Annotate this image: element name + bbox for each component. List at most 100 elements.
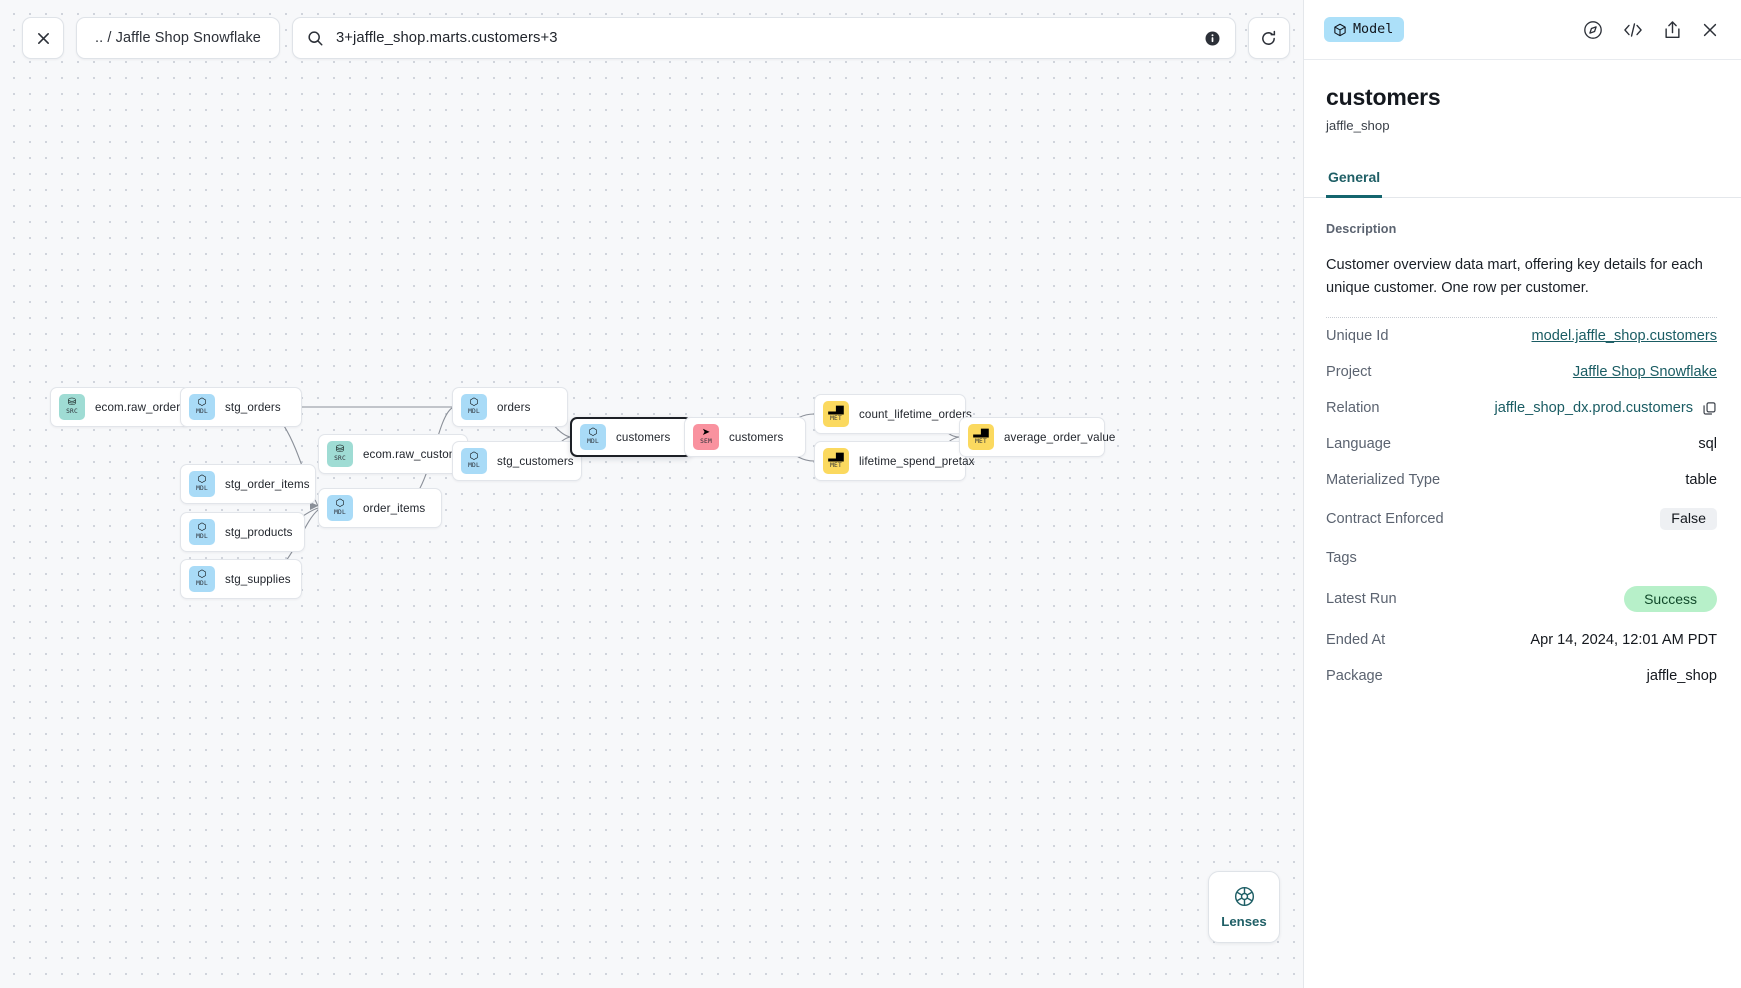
node-type-chip[interactable]: Model bbox=[1324, 17, 1405, 42]
node-kind-label: MDL bbox=[468, 462, 480, 470]
graph-node-label: lifetime_spend_pretax bbox=[859, 454, 975, 468]
panel-header-actions bbox=[1583, 20, 1719, 40]
details-panel: Model bbox=[1303, 0, 1741, 988]
property-key: Materialized Type bbox=[1326, 472, 1441, 489]
src-badge-icon: ⛁SRC bbox=[327, 441, 353, 467]
relation-value[interactable]: jaffle_shop_dx.prod.customers bbox=[1494, 400, 1693, 417]
property-key: Package bbox=[1326, 668, 1383, 685]
property-key: Contract Enforced bbox=[1326, 511, 1444, 528]
node-kind-label: MDL bbox=[196, 533, 208, 541]
node-kind-label: MET bbox=[830, 462, 842, 470]
refresh-button[interactable] bbox=[1247, 17, 1290, 59]
search-icon bbox=[307, 30, 324, 47]
node-kind-glyph: ▂▆ bbox=[973, 427, 989, 439]
property-value: jaffle_shop_dx.prod.customers bbox=[1495, 400, 1717, 416]
graph-node-orders[interactable]: ⬡MDL orders bbox=[452, 387, 568, 427]
property-key: Latest Run bbox=[1326, 591, 1397, 608]
property-value[interactable]: model.jaffle_shop.customers bbox=[1531, 328, 1718, 345]
mdl-badge-icon: ⬡MDL bbox=[580, 424, 606, 450]
property-row: Contract Enforced False bbox=[1326, 498, 1717, 540]
page-subtitle: jaffle_shop bbox=[1326, 118, 1390, 133]
code-icon[interactable] bbox=[1622, 20, 1644, 40]
node-kind-glyph: ⬡ bbox=[469, 397, 479, 409]
node-kind-label: MET bbox=[830, 415, 842, 423]
property-row: Unique Id model.jaffle_shop.customers bbox=[1326, 318, 1717, 354]
page-title: customers bbox=[1326, 84, 1441, 110]
property-value: False bbox=[1660, 508, 1717, 531]
share-icon[interactable] bbox=[1663, 20, 1682, 40]
mdl-badge-icon: ⬡MDL bbox=[461, 394, 487, 420]
node-type-chip-label: Model bbox=[1353, 22, 1394, 37]
info-icon[interactable] bbox=[1204, 30, 1221, 47]
graph-node-label: average_order_value bbox=[1004, 430, 1116, 444]
property-value[interactable]: Jaffle Shop Snowflake bbox=[1572, 364, 1717, 381]
property-row: Materialized Type table bbox=[1326, 462, 1717, 498]
graph-node-lifetime_spend_pretax[interactable]: ▂▆MET lifetime_spend_pretax bbox=[814, 441, 974, 481]
node-kind-label: MDL bbox=[196, 580, 208, 588]
node-kind-glyph: ⬡ bbox=[588, 427, 598, 439]
graph-node-customers_semantic[interactable]: ➤SEM customers bbox=[684, 417, 806, 457]
close-icon bbox=[37, 32, 49, 44]
property-key: Tags bbox=[1326, 550, 1357, 567]
graph-node-label: ecom.raw_orders bbox=[95, 400, 187, 414]
node-kind-glyph: ⬡ bbox=[335, 498, 345, 510]
close-lineage-button[interactable] bbox=[22, 17, 64, 59]
copy-icon[interactable] bbox=[1702, 401, 1717, 416]
description-label: Description bbox=[1326, 222, 1397, 236]
property-row: Latest Run Success bbox=[1326, 576, 1717, 622]
mdl-badge-icon: ⬡MDL bbox=[189, 519, 215, 545]
graph-node-label: orders bbox=[497, 400, 531, 414]
graph-node-label: stg_order_items bbox=[225, 477, 310, 491]
explore-icon[interactable] bbox=[1583, 20, 1603, 40]
graph-node-stg_products[interactable]: ⬡MDL stg_products bbox=[180, 512, 305, 552]
node-kind-glyph: ⬡ bbox=[197, 569, 207, 581]
cube-icon bbox=[1334, 23, 1346, 36]
node-kind-glyph: ⬡ bbox=[197, 522, 207, 534]
aperture-icon bbox=[1234, 886, 1254, 907]
graph-node-label: stg_products bbox=[225, 525, 293, 539]
property-key: Relation bbox=[1326, 400, 1380, 417]
status-badge[interactable]: Success bbox=[1624, 586, 1717, 613]
search-bar[interactable] bbox=[291, 17, 1236, 59]
property-key: Unique Id bbox=[1326, 328, 1389, 345]
node-kind-glyph: ⛁ bbox=[335, 444, 345, 456]
graph-node-label: stg_supplies bbox=[225, 572, 291, 586]
close-panel-icon[interactable] bbox=[1701, 21, 1719, 39]
details-panel-header: Model bbox=[1304, 0, 1741, 60]
property-row: Relation jaffle_shop_dx.prod.customers bbox=[1326, 390, 1717, 426]
graph-node-stg_supplies[interactable]: ⬡MDL stg_supplies bbox=[180, 559, 302, 599]
property-value: Apr 14, 2024, 12:01 AM PDT bbox=[1530, 632, 1717, 649]
details-panel-body: Description Customer overview data mart,… bbox=[1304, 198, 1741, 988]
description-text: Customer overview data mart, offering ke… bbox=[1326, 257, 1703, 296]
mdl-badge-icon: ⬡MDL bbox=[189, 566, 215, 592]
sem-badge-icon: ➤SEM bbox=[693, 424, 719, 450]
search-input[interactable] bbox=[323, 30, 1204, 46]
property-value: Success bbox=[1624, 586, 1717, 613]
property-value: table bbox=[1685, 472, 1717, 489]
breadcrumb[interactable]: .. / Jaffle Shop Snowflake bbox=[76, 17, 280, 59]
node-kind-label: SRC bbox=[66, 408, 78, 416]
graph-node-label: customers bbox=[729, 430, 784, 444]
refresh-icon bbox=[1262, 30, 1276, 45]
property-key: Project bbox=[1326, 364, 1372, 381]
lenses-button[interactable]: Lenses bbox=[1208, 871, 1280, 943]
graph-node-label: stg_orders bbox=[225, 400, 281, 414]
node-kind-label: SEM bbox=[700, 438, 712, 446]
node-kind-glyph: ▂▆ bbox=[828, 451, 844, 463]
node-kind-label: MDL bbox=[196, 408, 208, 416]
tab-general[interactable]: General bbox=[1326, 161, 1383, 198]
details-tabs: General bbox=[1304, 161, 1741, 198]
property-row: Project Jaffle Shop Snowflake bbox=[1326, 354, 1717, 390]
